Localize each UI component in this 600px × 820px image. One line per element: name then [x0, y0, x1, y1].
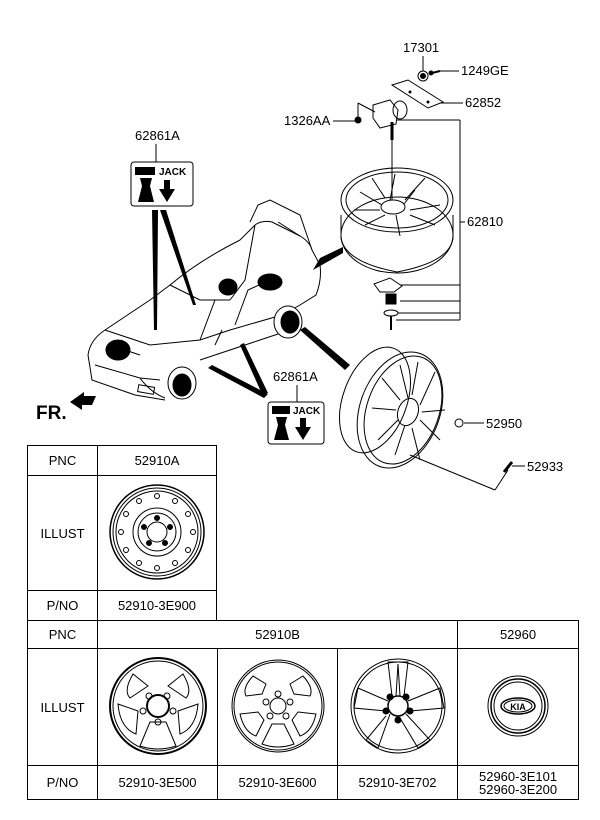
row-label-pnc: PNC	[27, 445, 98, 476]
pno-cell[interactable]: 52910-3E600	[217, 765, 338, 800]
road-wheel	[339, 346, 514, 473]
pno-cell[interactable]: 52910-3E500	[97, 765, 218, 800]
alloy-wheel-5-spoke-icon	[108, 656, 207, 755]
pno-cell[interactable]: 52910-3E900	[97, 590, 217, 621]
illust-cell: KIA	[457, 648, 580, 766]
kia-wheel-cap-icon: KIA	[487, 675, 549, 736]
illust-cell	[97, 475, 217, 591]
pointer-wedges	[152, 210, 350, 398]
leader-lines	[155, 56, 525, 491]
callout-1326AA[interactable]: 1326AA	[284, 113, 331, 128]
pnc-cell-52960[interactable]: 52960	[457, 620, 580, 649]
callout-62810[interactable]: 62810	[467, 214, 504, 229]
jack-label-text: JACK	[293, 406, 321, 417]
row-label-pno: P/NO	[27, 765, 98, 800]
pno-cell[interactable]: 52910-3E702	[336, 765, 459, 800]
callout-52950[interactable]: 52950	[486, 416, 523, 431]
parts-table-bottom: PNC 52910B 52960 ILLUST	[27, 620, 580, 800]
callout-52933[interactable]: 52933	[527, 459, 564, 474]
vehicle-headlight	[105, 339, 131, 361]
row-label-pno: P/NO	[27, 590, 98, 621]
carrier-small-parts	[373, 277, 403, 330]
jack-label-text: JACK	[159, 167, 187, 178]
pno-line[interactable]: 52960-3E101	[478, 768, 558, 784]
jack-warning-label-icon	[267, 401, 325, 445]
illust-cell	[217, 648, 338, 766]
kia-logo-text: KIA	[510, 702, 526, 712]
grommet-part	[417, 70, 429, 82]
row-label-pnc: PNC	[27, 620, 98, 649]
row-label-illust: ILLUST	[27, 475, 98, 591]
alloy-wheel-5-spoke-split-icon	[350, 658, 446, 753]
pnc-cell-52910B[interactable]: 52910B	[96, 620, 459, 649]
steel-wheel-icon	[109, 483, 205, 580]
jack-warning-label-icon	[130, 161, 194, 207]
vehicle-rear-wheel	[280, 310, 300, 334]
bracket-plate-part	[390, 79, 445, 109]
callout-1249GE[interactable]: 1249GE	[461, 63, 509, 78]
callout-62852[interactable]: 62852	[465, 95, 502, 110]
screw-part	[428, 70, 441, 76]
parts-table-top: PNC 52910A ILLUST	[27, 445, 217, 621]
pno-cell-multi[interactable]: 52960-3E101 52960-3E200	[457, 765, 580, 800]
front-indicator: FR.	[36, 403, 67, 424]
pno-line[interactable]: 52960-3E200	[478, 781, 558, 797]
vehicle-front-wheel	[172, 373, 192, 397]
row-label-illust: ILLUST	[27, 648, 98, 766]
pnc-cell[interactable]: 52910A	[97, 445, 217, 476]
alloy-wheel-10-spoke-icon	[231, 659, 324, 752]
callout-17301[interactable]: 17301	[403, 40, 440, 55]
callout-62861A-bottom[interactable]: 62861A	[273, 369, 318, 384]
spare-wheel	[340, 167, 454, 274]
carrier-hoist-part	[354, 99, 408, 200]
front-arrow-icon	[70, 392, 96, 410]
illust-cell	[97, 648, 218, 766]
callout-62861A-top[interactable]: 62861A	[135, 128, 180, 143]
illust-cell	[336, 648, 459, 766]
